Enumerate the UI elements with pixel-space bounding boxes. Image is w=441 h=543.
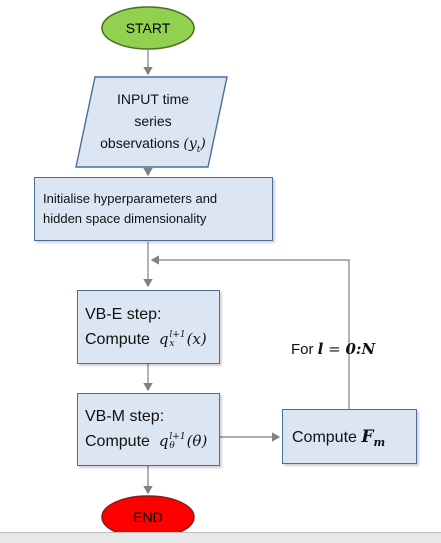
- init-line1: Initialise hyperparameters and: [43, 191, 218, 206]
- loop-label: For l = 0:N: [291, 340, 376, 358]
- init-text: Initialise hyperparameters and hidden sp…: [43, 189, 217, 229]
- compute-fm-box: Compute Fm: [282, 409, 417, 464]
- init-line2: hidden space dimensionality: [43, 211, 207, 226]
- vbm-line1: VB-M step:: [85, 408, 165, 425]
- fm-text: Compute Fm: [292, 427, 386, 450]
- input-line3: observations (yt): [100, 135, 206, 155]
- init-box: Initialise hyperparameters and hidden sp…: [34, 177, 273, 241]
- input-symbol: (yt): [183, 136, 206, 155]
- input-parallelogram: [75, 76, 228, 168]
- input-line1: INPUT time: [116, 91, 190, 107]
- input-line2: series: [134, 113, 172, 129]
- start-label: START: [125, 20, 171, 36]
- loop-connector: [150, 255, 350, 409]
- window-bottom-edge: [0, 532, 441, 543]
- end-label: END: [133, 509, 163, 525]
- vbe-line1: VB-E step:: [85, 306, 162, 323]
- input-text: INPUT time series observations (yt): [88, 88, 218, 161]
